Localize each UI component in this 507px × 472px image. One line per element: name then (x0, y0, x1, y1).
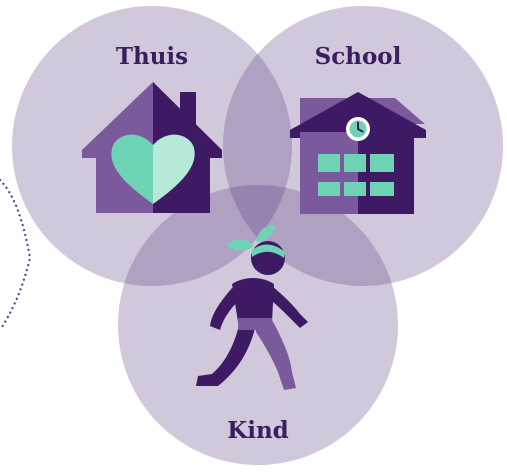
label-thuis: Thuis (116, 43, 188, 70)
house-heart-icon (82, 82, 222, 213)
running-child-icon (196, 225, 308, 390)
school-building-icon (290, 92, 426, 214)
label-kind: Kind (227, 417, 289, 444)
label-school: School (315, 43, 402, 70)
